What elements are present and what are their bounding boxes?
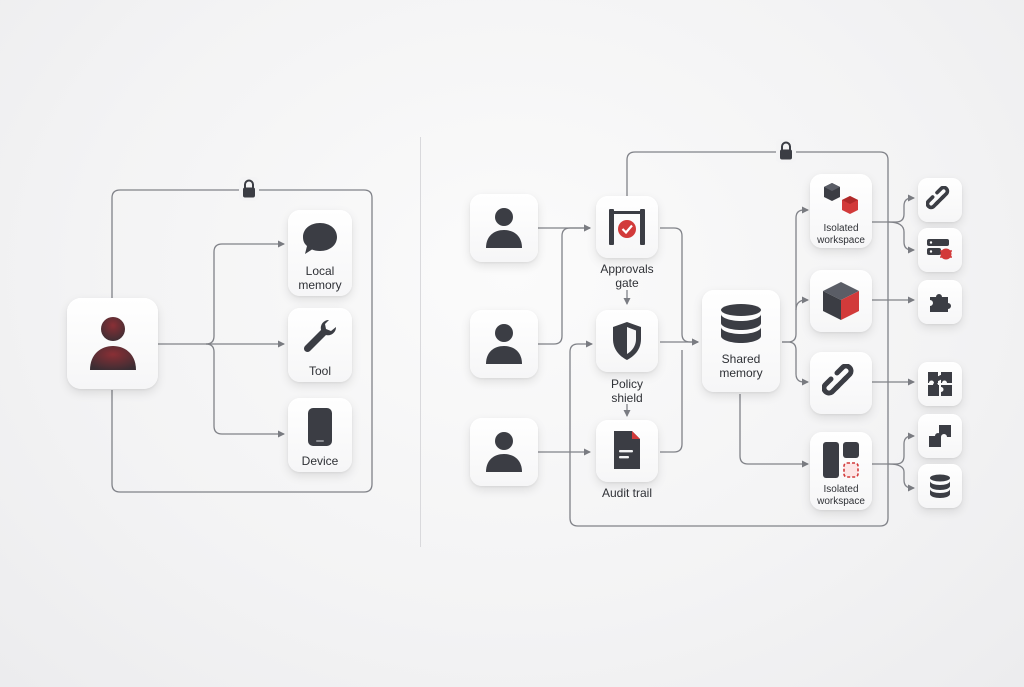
shield-icon: [613, 322, 641, 360]
local-memory-label: Local memory: [298, 264, 342, 292]
chat-bubble-icon: [303, 223, 337, 254]
output-server-node[interactable]: [918, 228, 962, 272]
isolated-workspace-label-1: Isolated workspace: [817, 223, 865, 246]
shared-memory-label: Shared memory: [719, 352, 763, 380]
approval-gate-icon: [609, 209, 645, 245]
policy-shield-node[interactable]: [596, 310, 658, 372]
output-puzzle-node-1[interactable]: [918, 280, 962, 324]
user-node[interactable]: [67, 298, 158, 389]
user-icon: [486, 432, 522, 472]
output-puzzle-node-2[interactable]: [918, 362, 962, 406]
approvals-gate-label: Approvals gate: [600, 262, 654, 290]
document-icon: [614, 431, 640, 469]
wrench-icon: [303, 319, 337, 353]
user-icon: [486, 208, 522, 248]
audit-trail-label: Audit trail: [601, 486, 653, 500]
puzzle-icon: [928, 372, 952, 396]
isolated-workspace-node-2[interactable]: Isolated workspace: [810, 432, 872, 510]
phone-icon: [308, 408, 332, 446]
cube-icon: [823, 282, 859, 320]
puzzle-icon: [930, 294, 951, 312]
isolated-workspace-node-1[interactable]: Isolated workspace: [810, 174, 872, 248]
user-node-3[interactable]: [470, 418, 538, 486]
shared-memory-node[interactable]: Shared memory: [702, 290, 780, 392]
layout-icon: [823, 442, 859, 478]
isolated-workspace-label-2: Isolated workspace: [817, 484, 865, 507]
output-database-node[interactable]: [918, 464, 962, 508]
lock-icon: [238, 176, 260, 202]
local-memory-node[interactable]: Local memory: [288, 210, 352, 296]
output-link-node[interactable]: [918, 178, 962, 222]
user-icon: [486, 324, 522, 364]
user-icon: [90, 317, 136, 370]
database-icon: [721, 304, 761, 343]
puzzle-piece-icon: [929, 425, 951, 447]
workspace-link-node[interactable]: [810, 352, 872, 414]
lock-icon: [775, 138, 797, 164]
output-puzzle-piece-node[interactable]: [918, 414, 962, 458]
link-icon: [822, 364, 854, 396]
user-node-2[interactable]: [470, 310, 538, 378]
database-icon: [930, 474, 950, 498]
tool-label: Tool: [308, 364, 331, 378]
link-icon: [926, 186, 950, 210]
device-node[interactable]: Device: [288, 398, 352, 472]
audit-trail-node[interactable]: [596, 420, 658, 482]
cubes-icon: [824, 183, 858, 214]
policy-shield-label: Policy shield: [610, 377, 643, 405]
workspace-cube-node[interactable]: [810, 270, 872, 332]
device-label: Device: [301, 454, 339, 468]
user-node-1[interactable]: [470, 194, 538, 262]
server-bug-icon: [927, 239, 952, 260]
tool-node[interactable]: Tool: [288, 308, 352, 382]
panel-divider: [420, 137, 421, 547]
approvals-gate-node[interactable]: [596, 196, 658, 258]
